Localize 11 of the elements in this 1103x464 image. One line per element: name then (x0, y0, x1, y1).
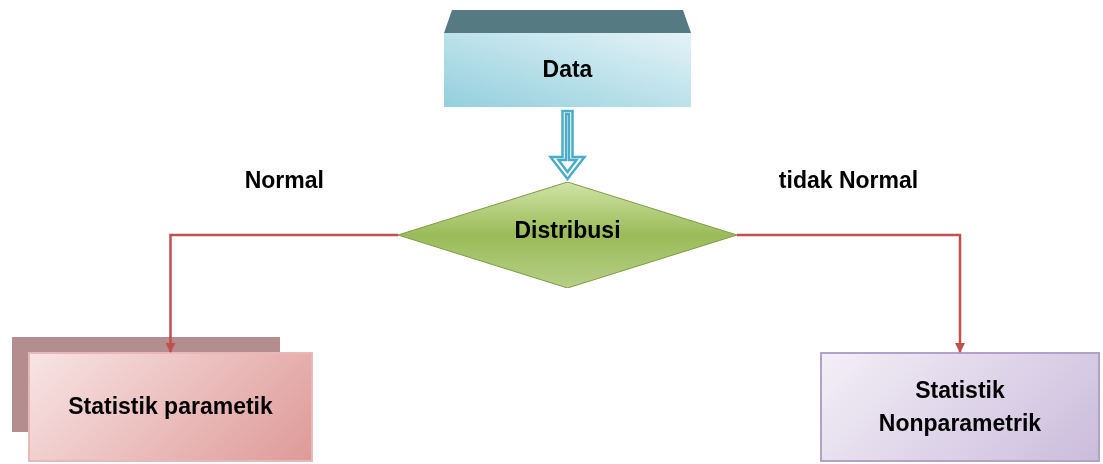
header-box (444, 10, 691, 107)
process-box (820, 352, 1100, 462)
node-text: Statistik Nonparametrik (877, 375, 1043, 438)
node-text: Data (541, 55, 594, 85)
arrow (165, 233, 398, 353)
node-text: Statistik parametik (67, 392, 274, 422)
node-text: Distribusi (513, 216, 622, 246)
hollow-arrow (547, 109, 588, 182)
decision-diamond (398, 182, 737, 288)
process-box (28, 352, 313, 462)
arrow (737, 233, 965, 353)
